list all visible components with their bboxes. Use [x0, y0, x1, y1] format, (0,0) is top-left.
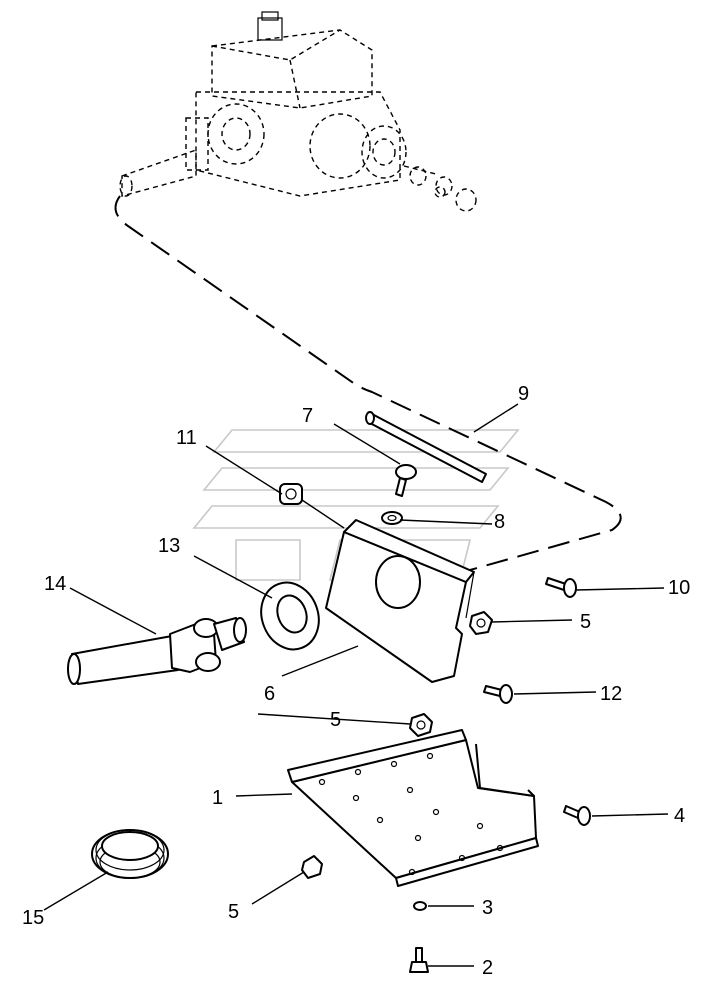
connection-outline: [114, 195, 622, 573]
callout-14: 14: [44, 573, 66, 595]
callout-2: 2: [482, 957, 493, 979]
callout-3: 3: [482, 897, 493, 919]
rod-part-9: [365, 411, 487, 483]
nut-part-5-lower: [301, 855, 323, 879]
callout-9: 9: [518, 383, 529, 405]
nut-part-5-middle: [409, 713, 433, 737]
callout-11: 11: [176, 427, 197, 449]
callout-15: 15: [22, 907, 44, 929]
driveshaft-part-14: [67, 617, 247, 685]
shield-plate-part-6: [325, 519, 475, 683]
washer-part-8: [381, 511, 403, 525]
callout-4: 4: [674, 805, 685, 827]
callout-5-lower: 5: [228, 901, 239, 923]
washer-part-3: [413, 901, 427, 911]
bolt-part-2: [409, 947, 429, 973]
gearbox-assembly: [119, 11, 477, 212]
bolt-part-12: [483, 684, 513, 704]
leader-lines: [43, 403, 669, 967]
callout-8: 8: [494, 511, 505, 533]
callout-labels: 1 2 3 4 5 5 5 6 7 8 9 10 11 12 13 14 15: [22, 383, 690, 979]
mounting-bracket-part-1: [287, 729, 539, 887]
bolt-part-4: [563, 805, 591, 826]
callout-13: 13: [158, 535, 180, 557]
nut-part-5-upper: [469, 611, 493, 635]
ring-part-13: [260, 581, 320, 651]
callout-12: 12: [600, 683, 622, 705]
callout-6: 6: [264, 683, 275, 705]
callout-5-upper: 5: [580, 611, 591, 633]
bolt-part-7: [395, 464, 417, 497]
callout-5-middle: 5: [330, 709, 341, 731]
bolt-part-10: [545, 577, 577, 598]
callout-7: 7: [302, 405, 313, 427]
callout-1: 1: [212, 787, 223, 809]
nut-part-11: [279, 483, 303, 505]
spring-part-15: [91, 829, 169, 879]
callout-10: 10: [668, 577, 690, 599]
